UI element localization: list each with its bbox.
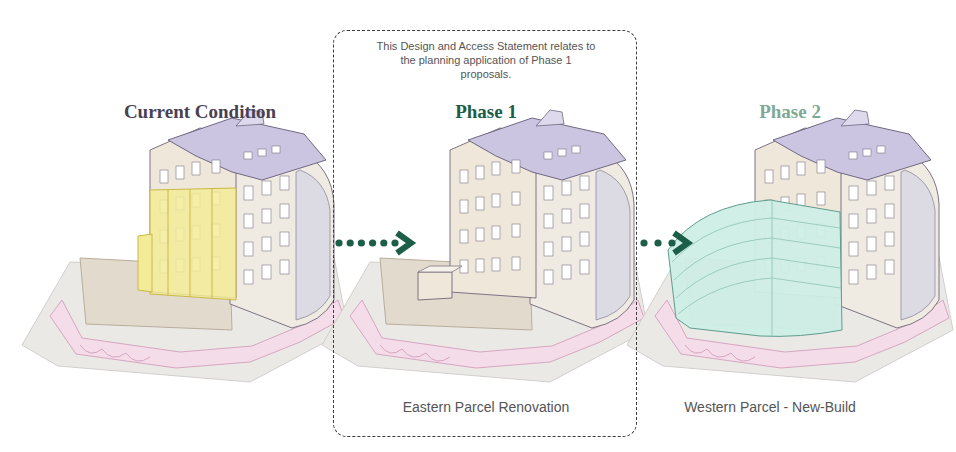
phase1-panel: Phase 1Eastern Parcel Renovation — [413, 95, 638, 425]
phase2-panel: Phase 2Western Parcel - New-Build — [690, 95, 946, 425]
phase1-building — [322, 110, 648, 382]
panel-title: Current Condition — [80, 101, 320, 123]
panel-title: Phase 2 — [710, 101, 870, 123]
dotted-arrow — [335, 233, 411, 253]
current-panel: Current Condition — [10, 95, 333, 380]
panel-title: Phase 1 — [406, 101, 566, 123]
panel-caption: Western Parcel - New-Build — [660, 399, 880, 415]
current-building — [22, 110, 348, 382]
dotted-arrow — [640, 233, 688, 253]
scope-frame: This Design and Access Statement relates… — [333, 30, 637, 437]
phase2-building — [627, 110, 953, 382]
scope-note: This Design and Access Statement relates… — [376, 39, 596, 81]
panel-caption: Eastern Parcel Renovation — [376, 399, 596, 415]
